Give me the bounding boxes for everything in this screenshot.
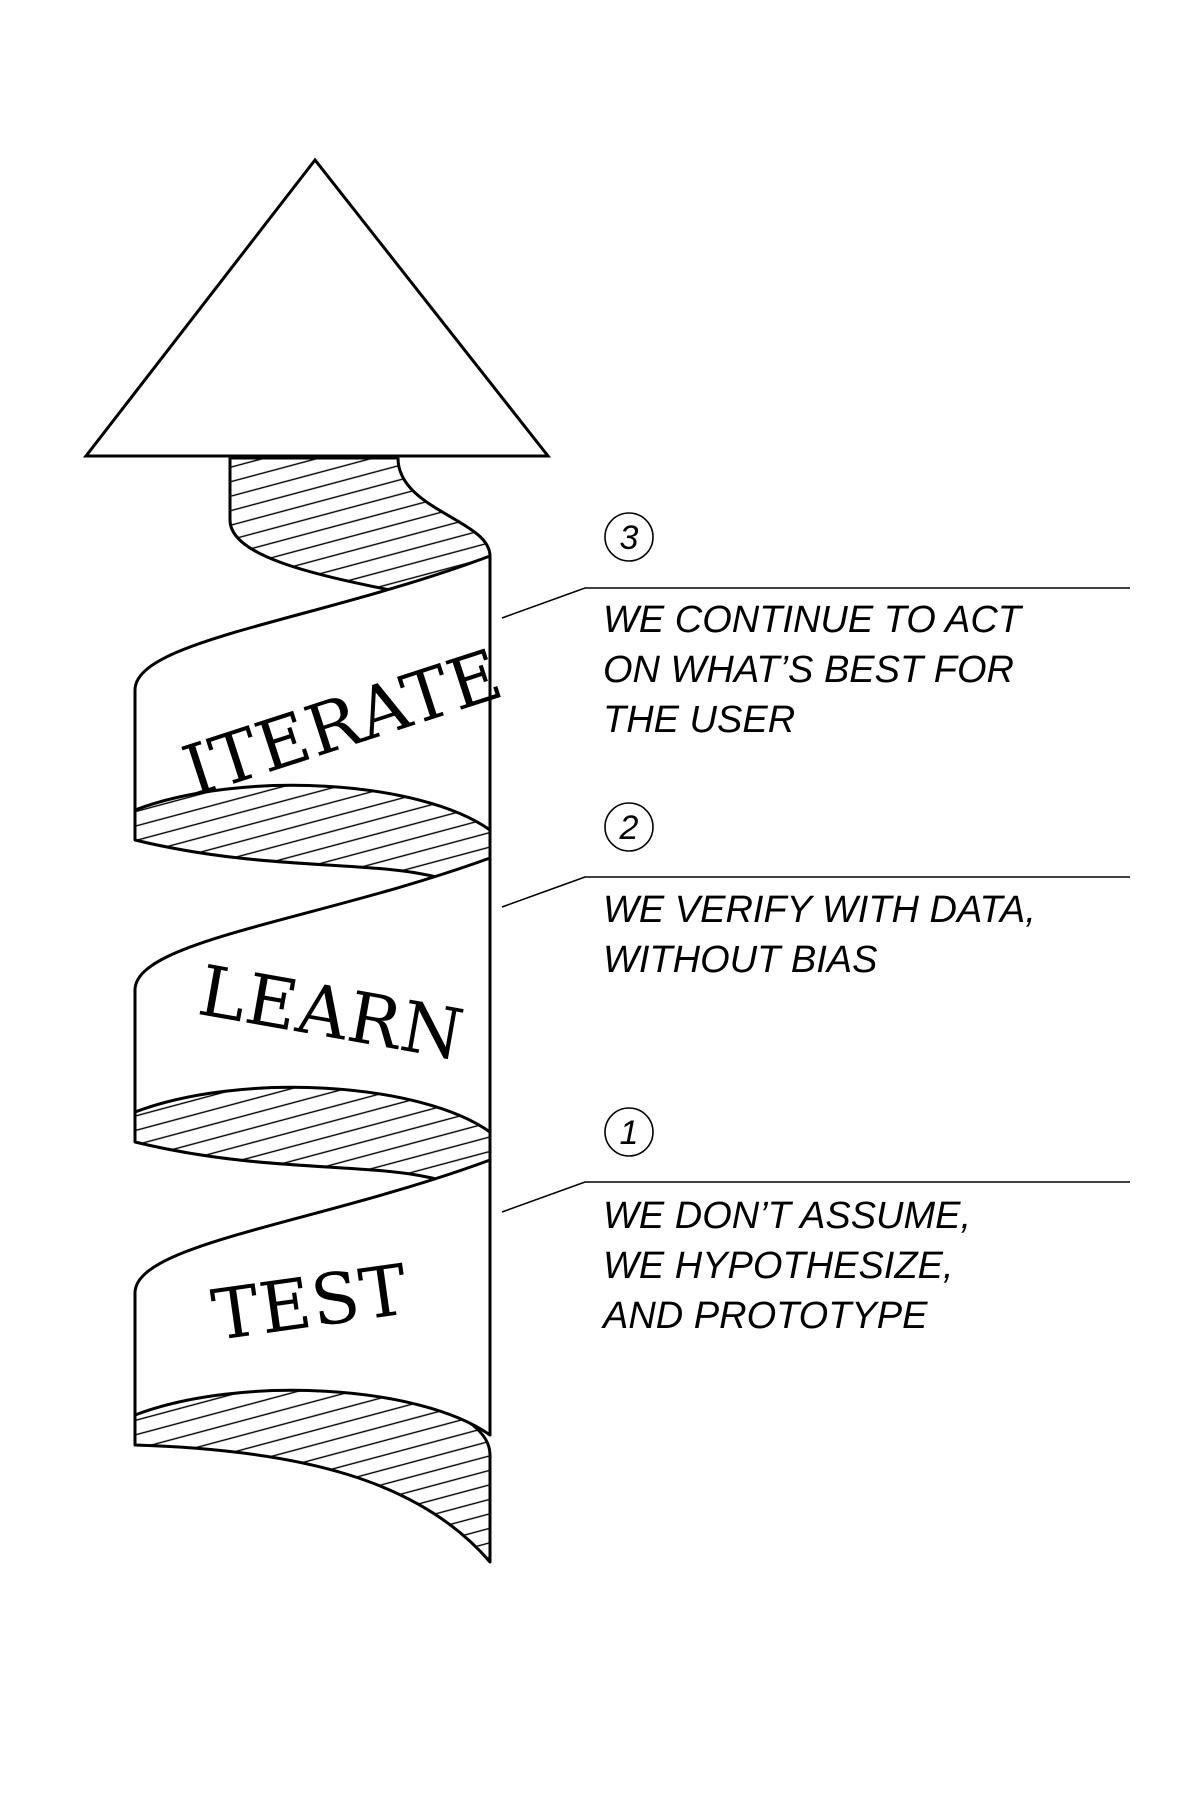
step-1-circle: [604, 1107, 654, 1157]
step-1: 1 WE DON’T ASSUME, WE HYPOTHESIZE, AND P…: [501, 1107, 1130, 1337]
step-1-line-3: AND PROTOTYPE: [601, 1295, 928, 1337]
step-2-line-2: WITHOUT BIAS: [603, 939, 877, 981]
step-2: 2 WE VERIFY WITH DATA, WITHOUT BIAS: [501, 802, 1130, 981]
arrow-head: [82, 157, 552, 458]
ribbon-front-band-learn: [133, 856, 492, 1134]
ribbon-front-band-iterate: [133, 554, 492, 832]
step-3-number: 3: [620, 519, 639, 557]
ribbon-front-band-test: [133, 1158, 492, 1437]
step-3-line-3: THE USER: [603, 699, 795, 741]
step-2-leader-line: [501, 876, 1130, 908]
step-1-leader-line: [501, 1181, 1130, 1213]
step-1-line-2: WE HYPOTHESIZE,: [603, 1245, 953, 1287]
step-2-circle: [604, 802, 654, 852]
step-2-line-1: WE VERIFY WITH DATA,: [603, 889, 1036, 931]
step-1-number: 1: [620, 1114, 639, 1152]
step-3-leader-line: [501, 587, 1130, 619]
step-3-line-1: WE CONTINUE TO ACT: [603, 599, 1024, 641]
step-3-circle: [604, 512, 654, 562]
step-3: 3 WE CONTINUE TO ACT ON WHAT’S BEST FOR …: [501, 512, 1130, 741]
step-3-line-2: ON WHAT’S BEST FOR: [603, 649, 1014, 691]
step-2-number: 2: [619, 809, 639, 847]
step-1-line-1: WE DON’T ASSUME,: [603, 1195, 971, 1237]
